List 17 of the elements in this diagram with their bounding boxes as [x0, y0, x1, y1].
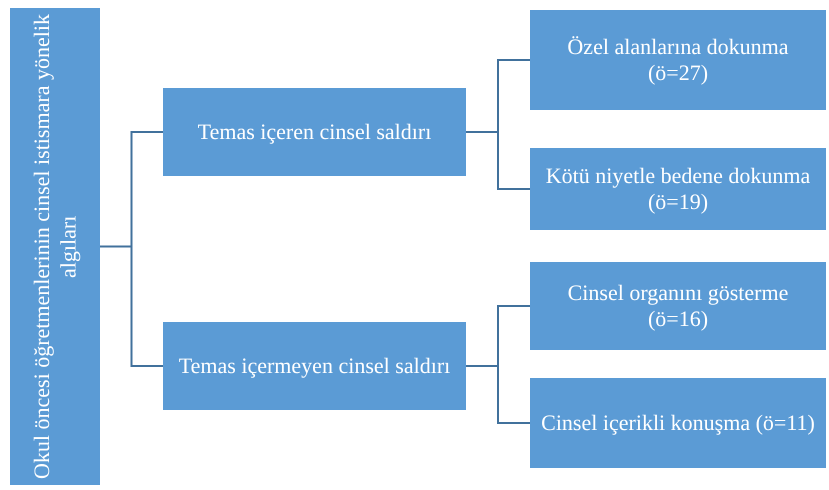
process-box — [163, 88, 466, 176]
box-label: Özel alanlarına dokunma (ö=27) — [566, 34, 790, 86]
process-box — [530, 10, 826, 110]
process-box — [163, 322, 466, 410]
process-box — [530, 262, 826, 350]
process-box — [530, 378, 826, 468]
process-box — [530, 148, 826, 230]
connector-line — [100, 246, 163, 367]
box-label: Cinsel organını gösterme (ö=16) — [566, 280, 790, 332]
box-label: Temas içeren cinsel saldırı — [198, 118, 432, 146]
process-box — [10, 8, 100, 485]
box-label: Temas içermeyen cinsel saldırı — [178, 352, 450, 380]
box-label: Kötü niyetle bedene dokunma (ö=19) — [544, 162, 812, 216]
box-label: Cinsel içerikli konuşma (ö=11) — [541, 410, 815, 436]
box-label: Okul öncesi öğretmenlerinin cinsel istismara yönelik algıları — [28, 13, 82, 481]
connector-line — [466, 365, 530, 424]
connector-line — [466, 131, 530, 190]
